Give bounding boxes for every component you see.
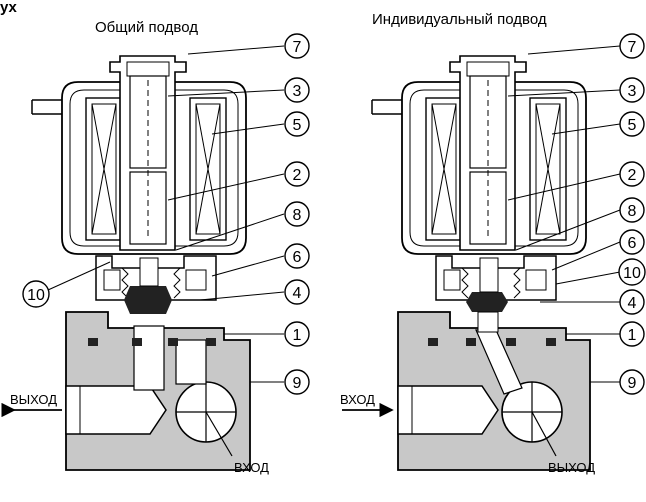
svg-text:6: 6: [628, 235, 637, 252]
svg-text:10: 10: [623, 265, 641, 282]
corner-text: ух: [0, 0, 18, 16]
svg-text:1: 1: [628, 327, 637, 344]
left-callout-9: 9: [250, 369, 310, 395]
left-callout-5: 5: [211, 111, 310, 137]
left-coil-left: [85, 97, 123, 241]
right-inlet-label: ВХОД: [340, 392, 375, 407]
left-outlet-label: ВЫХОД: [10, 392, 57, 407]
right-callouts: 7 3 5 2 8: [507, 33, 646, 395]
svg-text:6: 6: [293, 249, 302, 266]
right-callout-9: 9: [590, 369, 645, 395]
svg-text:10: 10: [27, 287, 45, 304]
left-valve-body: [65, 311, 251, 471]
right-coil-right: [529, 97, 567, 241]
svg-text:4: 4: [293, 285, 302, 302]
svg-text:1: 1: [293, 327, 302, 344]
right-callout-2: 2: [507, 161, 645, 201]
svg-text:8: 8: [628, 203, 637, 220]
svg-text:7: 7: [293, 39, 302, 56]
right-callout-4: 4: [540, 289, 645, 315]
right-outlet-label: ВЫХОД: [548, 460, 595, 475]
right-valve-body: [397, 311, 591, 471]
right-cable: [371, 99, 405, 115]
right-coil-left: [425, 97, 463, 241]
left-callout-10: 10: [22, 261, 111, 308]
right-callout-8: 8: [515, 197, 645, 251]
svg-text:4: 4: [628, 295, 637, 312]
svg-text:3: 3: [293, 83, 302, 100]
svg-text:5: 5: [293, 117, 302, 134]
left-inlet-label: ВХОД: [234, 460, 269, 475]
left-title: Общий подвод: [95, 19, 198, 36]
left-callout-4: 4: [199, 279, 310, 305]
left-callouts: 7 3 5 2 8: [22, 33, 310, 395]
right-valve: Индивидуальный подвод: [340, 11, 646, 475]
left-callout-3: 3: [167, 77, 310, 103]
svg-text:9: 9: [628, 375, 637, 392]
right-plunger-tube: [449, 55, 527, 251]
left-bonnet: [95, 255, 217, 314]
svg-text:3: 3: [628, 83, 637, 100]
left-plunger-tube: [109, 55, 187, 251]
svg-text:7: 7: [628, 39, 637, 56]
left-valve: Общий подвод: [1, 19, 310, 475]
right-callout-5: 5: [551, 111, 645, 137]
left-cable: [31, 99, 65, 115]
left-inlet-leader: [205, 411, 233, 457]
right-callout-7: 7: [527, 33, 645, 59]
right-callout-10: 10: [555, 258, 646, 286]
left-callout-8: 8: [175, 201, 310, 251]
svg-text:8: 8: [293, 207, 302, 224]
left-callout-2: 2: [167, 161, 310, 201]
right-valve-seal: [466, 292, 508, 312]
svg-text:2: 2: [293, 167, 302, 184]
right-bonnet: [435, 255, 557, 312]
left-callout-7: 7: [187, 33, 310, 59]
right-title: Индивидуальный подвод: [372, 11, 547, 28]
svg-text:5: 5: [628, 117, 637, 134]
left-callout-6: 6: [211, 243, 310, 277]
right-callout-6: 6: [551, 229, 645, 271]
svg-text:9: 9: [293, 375, 302, 392]
right-callout-1: 1: [566, 321, 645, 347]
right-callout-3: 3: [507, 77, 645, 103]
left-coil-right: [189, 97, 227, 241]
svg-text:2: 2: [628, 167, 637, 184]
right-outlet-leader: [531, 411, 557, 457]
left-callout-1: 1: [224, 321, 310, 347]
left-valve-seal: [124, 286, 172, 314]
